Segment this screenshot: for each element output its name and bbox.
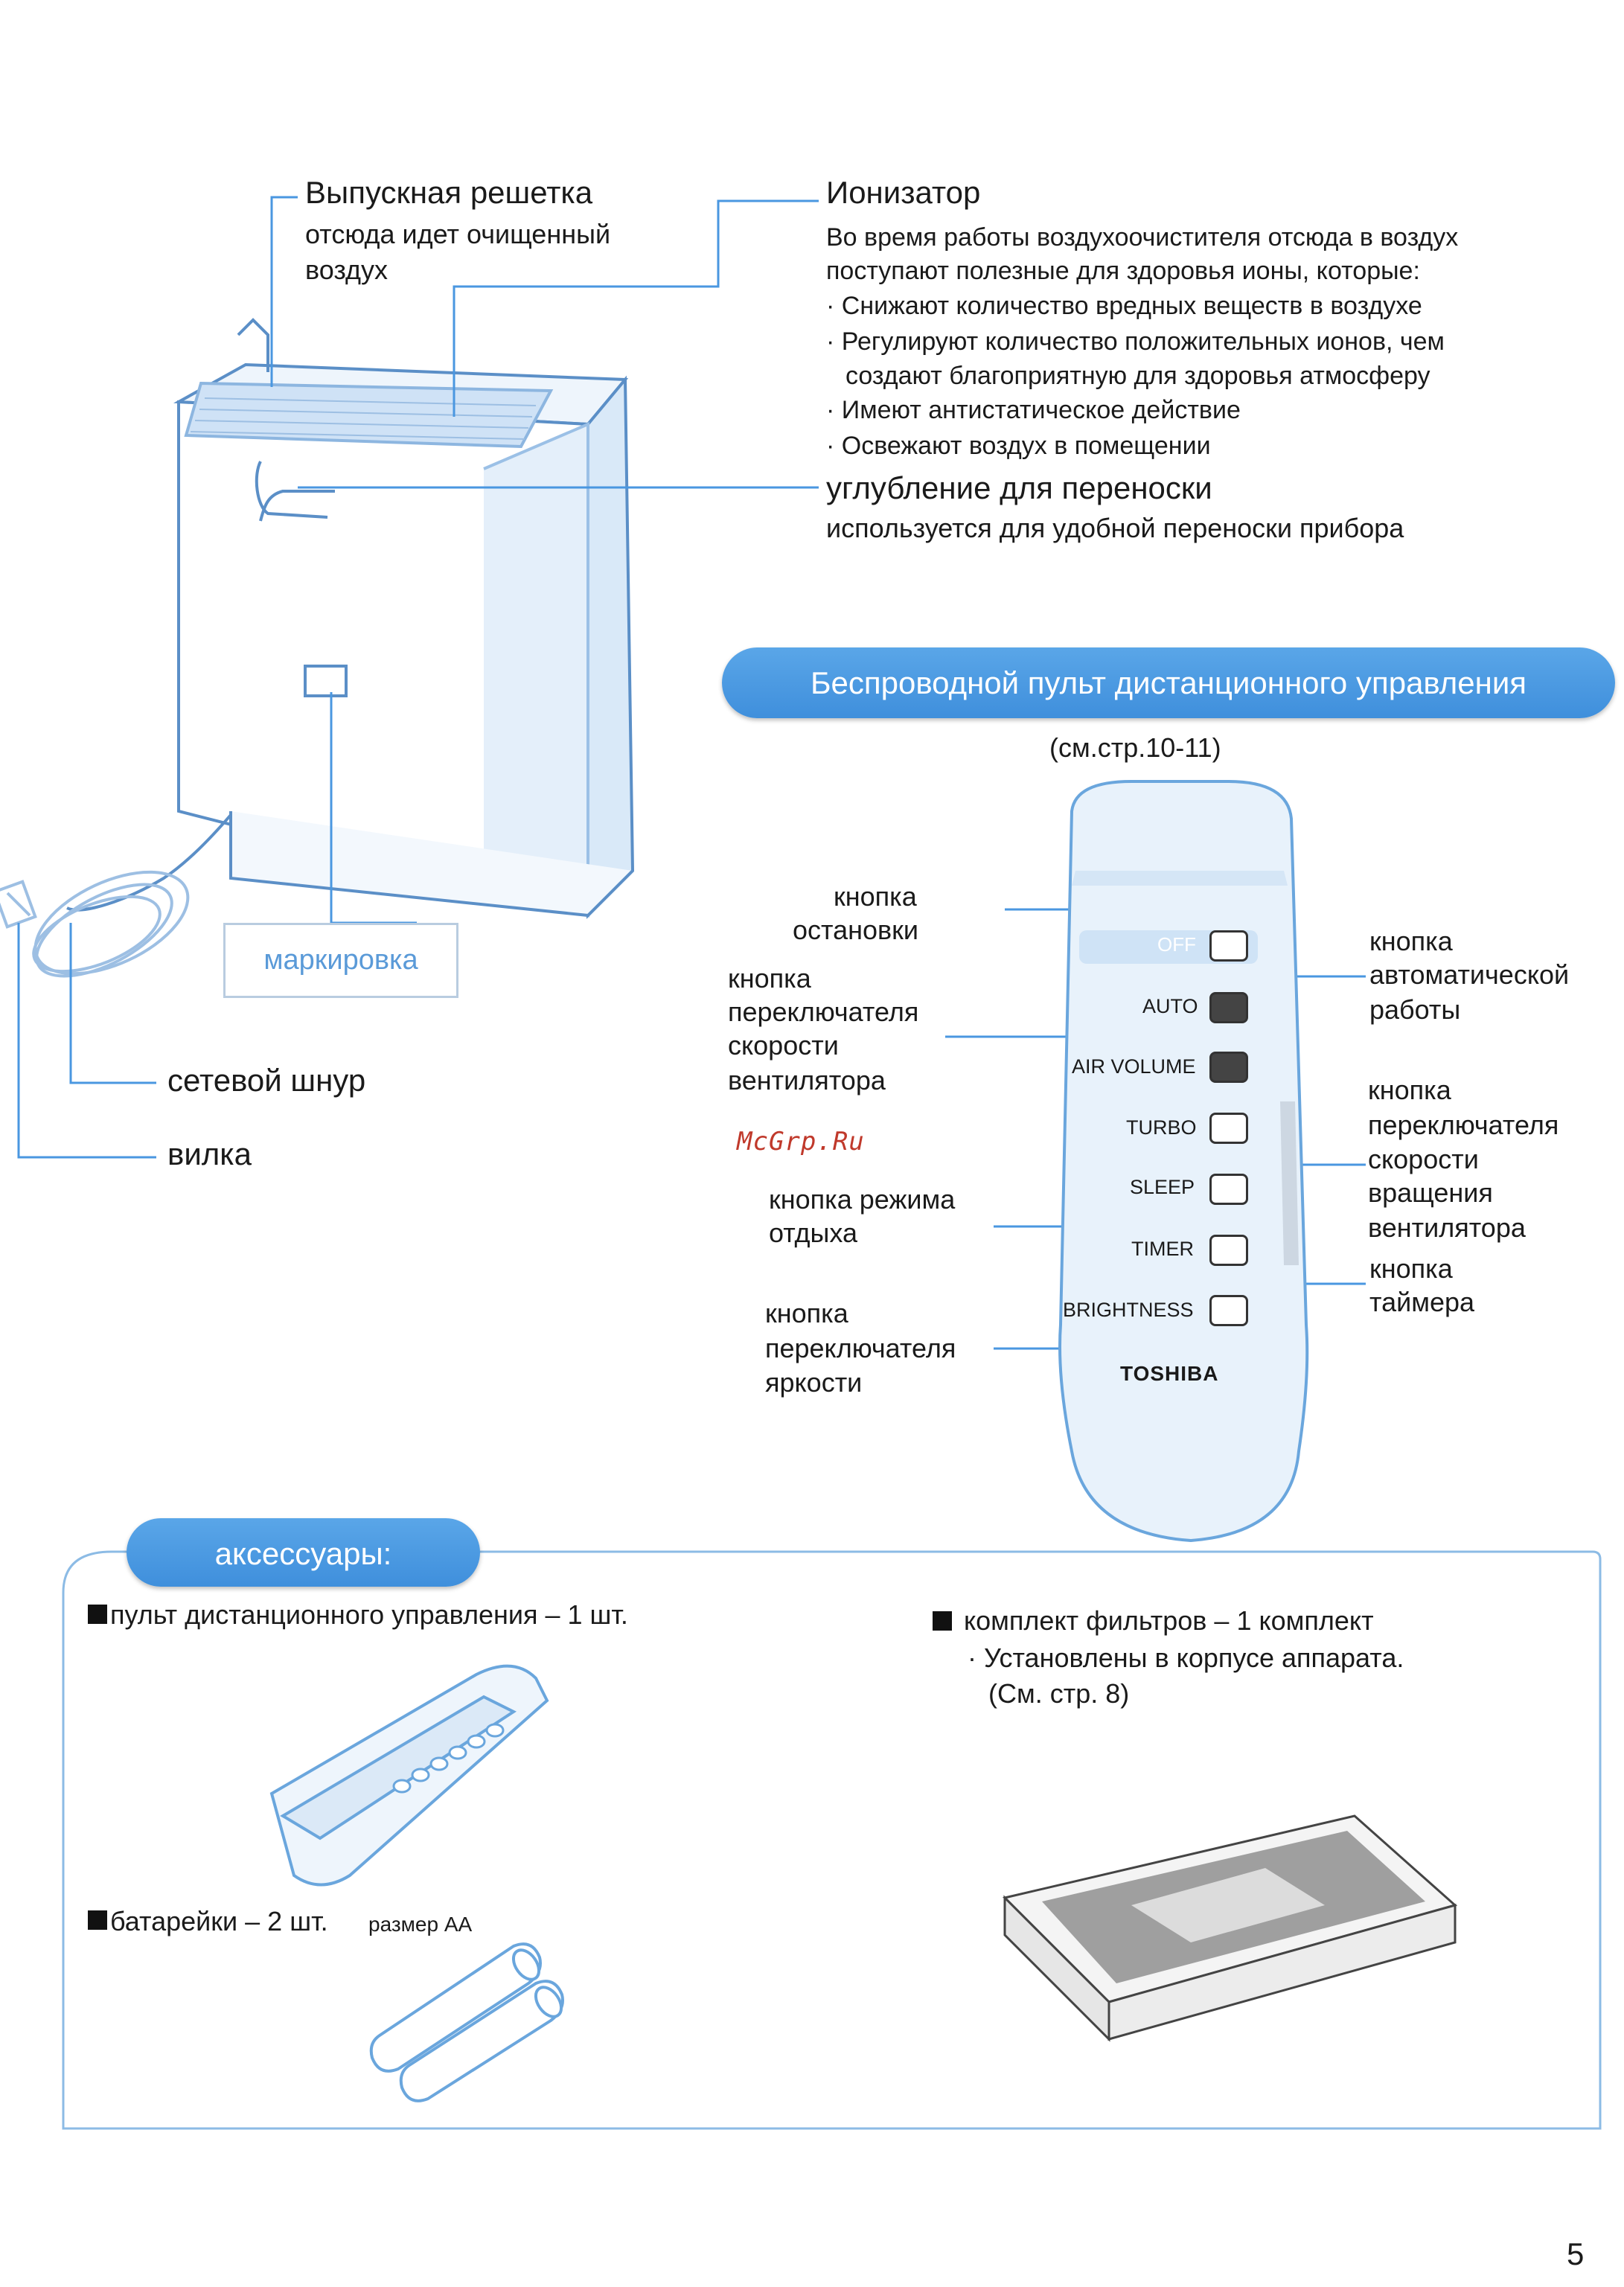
ionizer-bullet-4: Освежают воздух в помещении — [826, 432, 1211, 460]
page-number: 5 — [1567, 2236, 1585, 2271]
accessories-banner: аксессуары: — [127, 1518, 480, 1587]
remote-turbo-button[interactable] — [1209, 1113, 1248, 1144]
callout-brightness-line2: переключателя — [765, 1333, 956, 1363]
accessory-batteries-size: размер AA — [368, 1913, 473, 1936]
accessory-filters-note-line1: Установлены в корпусе аппарата. — [968, 1643, 1404, 1673]
ionizer-bullet-3: Имеют антистатическое действие — [826, 396, 1241, 424]
remote-brand-logo: TOSHIBA — [1120, 1362, 1219, 1385]
callout-auto-line2: автоматической — [1369, 959, 1570, 990]
outlet-grille-title: Выпускная решетка — [305, 175, 593, 210]
remote-timer-label: TIMER — [1131, 1238, 1194, 1260]
remote-control-illustration — [1058, 780, 1309, 1543]
accessories-title: аксессуары: — [214, 1536, 392, 1571]
remote-off-label: OFF — [1157, 933, 1196, 956]
marking-label: маркировка — [263, 944, 418, 976]
handle-desc: используется для удобной переноски прибо… — [826, 513, 1404, 543]
power-cord-illustration — [0, 870, 190, 978]
callout-brightness-line1: кнопка — [765, 1298, 848, 1328]
callout-fan-speed-line1: кнопка — [728, 963, 811, 994]
remote-section-title: Беспроводной пульт дистанционного управл… — [810, 665, 1527, 700]
remote-section-banner: Беспроводной пульт дистанционного управл… — [722, 647, 1615, 718]
remote-auto-button[interactable] — [1209, 992, 1248, 1023]
remote-sleep-label: SLEEP — [1130, 1176, 1195, 1198]
callout-turbo-line2: переключателя — [1368, 1110, 1559, 1140]
cord-label: сетевой шнур — [167, 1063, 366, 1098]
accessory-filters-text: комплект фильтров – 1 комплект — [964, 1605, 1374, 1636]
bullet-square-icon — [933, 1611, 952, 1631]
callout-sleep-line2: отдыха — [769, 1218, 858, 1248]
accessory-batteries-text: батарейки – 2 шт. — [110, 1906, 328, 1936]
callout-auto-line3: работы — [1369, 994, 1461, 1025]
ionizer-bullet-2: Регулируют количество положительных ионо… — [826, 327, 1445, 356]
remote-brightness-label: BRIGHTNESS — [1063, 1299, 1194, 1321]
accessory-remote-illustration — [269, 1664, 549, 1887]
accessory-remote-text: пульт дистанционного управления – 1 шт. — [110, 1599, 628, 1630]
handle-title: углубление для переноски — [826, 470, 1212, 505]
bullet-square-icon — [88, 1910, 107, 1930]
remote-auto-label: AUTO — [1142, 995, 1198, 1017]
outlet-grille-desc-line2: воздух — [305, 255, 389, 285]
watermark: McGrp.Ru — [737, 1127, 865, 1157]
callout-turbo-line1: кнопка — [1368, 1075, 1451, 1105]
remote-air-volume-label: AIR VOLUME — [1072, 1055, 1196, 1078]
callout-stop-line1: кнопка — [834, 881, 917, 912]
callout-fan-speed-line2: переключателя — [728, 997, 919, 1027]
ionizer-bullet-1: Снижают количество вредных веществ в воз… — [826, 292, 1422, 320]
callout-timer-line1: кнопка — [1369, 1253, 1453, 1284]
callout-fan-speed-line3: скорости — [728, 1030, 839, 1061]
accessory-filters-note-line2: (См. стр. 8) — [988, 1678, 1130, 1709]
outlet-grille-desc-line1: отсюда идет очищенный — [305, 219, 611, 249]
callout-sleep-line1: кнопка режима — [769, 1184, 956, 1215]
remote-section-ref: (см.стр.10-11) — [1049, 732, 1221, 763]
batteries-illustration — [369, 1942, 564, 2102]
bullet-square-icon — [88, 1605, 107, 1624]
callout-fan-speed-line4: вентилятора — [728, 1065, 886, 1095]
remote-timer-button[interactable] — [1209, 1235, 1248, 1266]
accessories-frame — [62, 1550, 1602, 2130]
callout-stop-line2: остановки — [793, 915, 919, 945]
remote-off-button[interactable] — [1209, 930, 1248, 962]
callout-turbo-line5: вентилятора — [1368, 1212, 1526, 1243]
filter-illustration — [1003, 1814, 1458, 2042]
callout-timer-line2: таймера — [1369, 1287, 1475, 1317]
ionizer-desc-line1: Во время работы воздухоочистителя отсюда… — [826, 223, 1459, 252]
remote-brightness-button[interactable] — [1209, 1295, 1248, 1326]
marking-box: маркировка — [223, 923, 458, 998]
ionizer-desc-line2: поступают полезные для здоровья ионы, ко… — [826, 257, 1420, 285]
callout-turbo-line4: вращения — [1368, 1177, 1493, 1208]
callout-auto-line1: кнопка — [1369, 926, 1453, 956]
remote-air-volume-button[interactable] — [1209, 1052, 1248, 1083]
remote-turbo-label: TURBO — [1126, 1116, 1197, 1139]
ionizer-title: Ионизатор — [826, 175, 981, 210]
ionizer-bullet-2-continued: создают благоприятную для здоровья атмос… — [845, 362, 1430, 390]
callout-brightness-line3: яркости — [765, 1367, 863, 1398]
plug-label: вилка — [167, 1136, 252, 1171]
air-purifier-illustration — [66, 318, 635, 919]
remote-sleep-button[interactable] — [1209, 1174, 1248, 1205]
callout-turbo-line3: скорости — [1368, 1144, 1479, 1174]
